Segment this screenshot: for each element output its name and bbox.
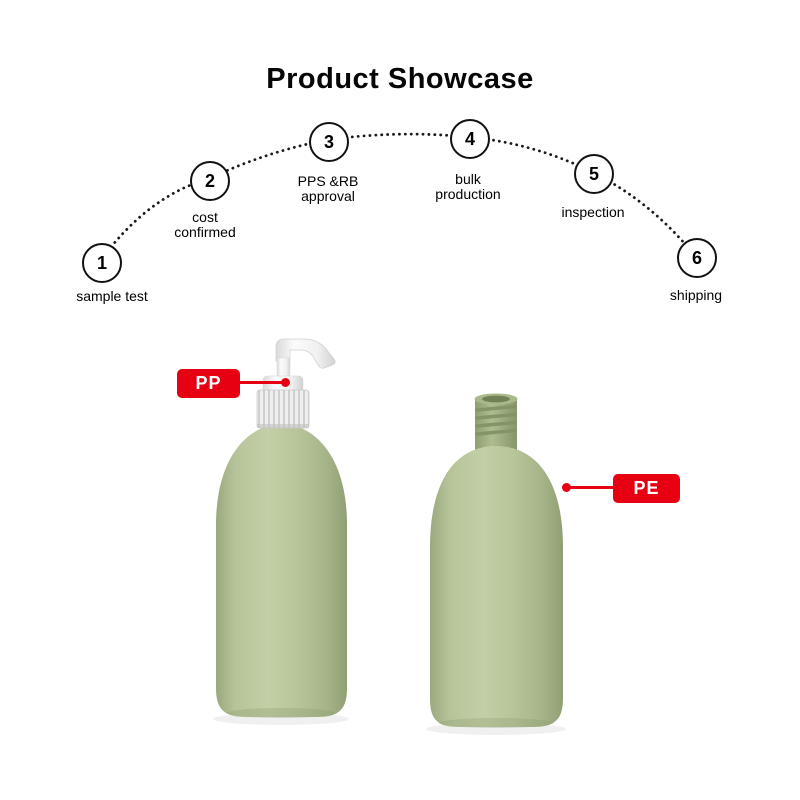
process-dotted-arc <box>98 132 697 263</box>
process-step-6: 6 <box>677 238 717 278</box>
open-bottle-graphic <box>430 393 563 728</box>
process-step-5: 5 <box>574 154 614 194</box>
process-step-1: 1 <box>82 243 122 283</box>
bottle-pointer-line <box>570 486 614 489</box>
process-step-5-label: inspection <box>561 204 625 220</box>
process-step-2: 2 <box>190 161 230 201</box>
pump-material-label: PP <box>195 373 222 393</box>
pump-closure <box>256 389 310 429</box>
step-4-number: 4 <box>464 128 475 149</box>
page-title: Product Showcase <box>266 63 534 96</box>
step-1-number: 1 <box>96 252 107 273</box>
process-step-6-label: shipping <box>669 287 723 303</box>
step-5-number: 5 <box>588 163 599 184</box>
process-step-4-label: bulk production <box>435 171 501 202</box>
process-step-3-label: PPS &RB approval <box>297 173 359 204</box>
pump-bottle-graphic <box>216 338 347 718</box>
bottle-material-badge: PE <box>613 474 680 503</box>
pump-head <box>275 338 336 369</box>
step-3-number: 3 <box>323 131 334 152</box>
process-step-2-label: cost confirmed <box>174 209 236 240</box>
bottle-material-label: PE <box>633 478 660 498</box>
process-step-1-label: sample test <box>76 288 148 304</box>
step-6-number: 6 <box>691 247 702 268</box>
pump-pointer-dot <box>281 378 290 387</box>
pump-pointer-line <box>239 381 283 384</box>
bottle-pointer-dot <box>562 483 571 492</box>
process-step-4: 4 <box>450 119 490 159</box>
pump-material-badge: PP <box>177 369 240 398</box>
step-2-number: 2 <box>204 170 215 191</box>
process-step-3: 3 <box>309 122 349 162</box>
